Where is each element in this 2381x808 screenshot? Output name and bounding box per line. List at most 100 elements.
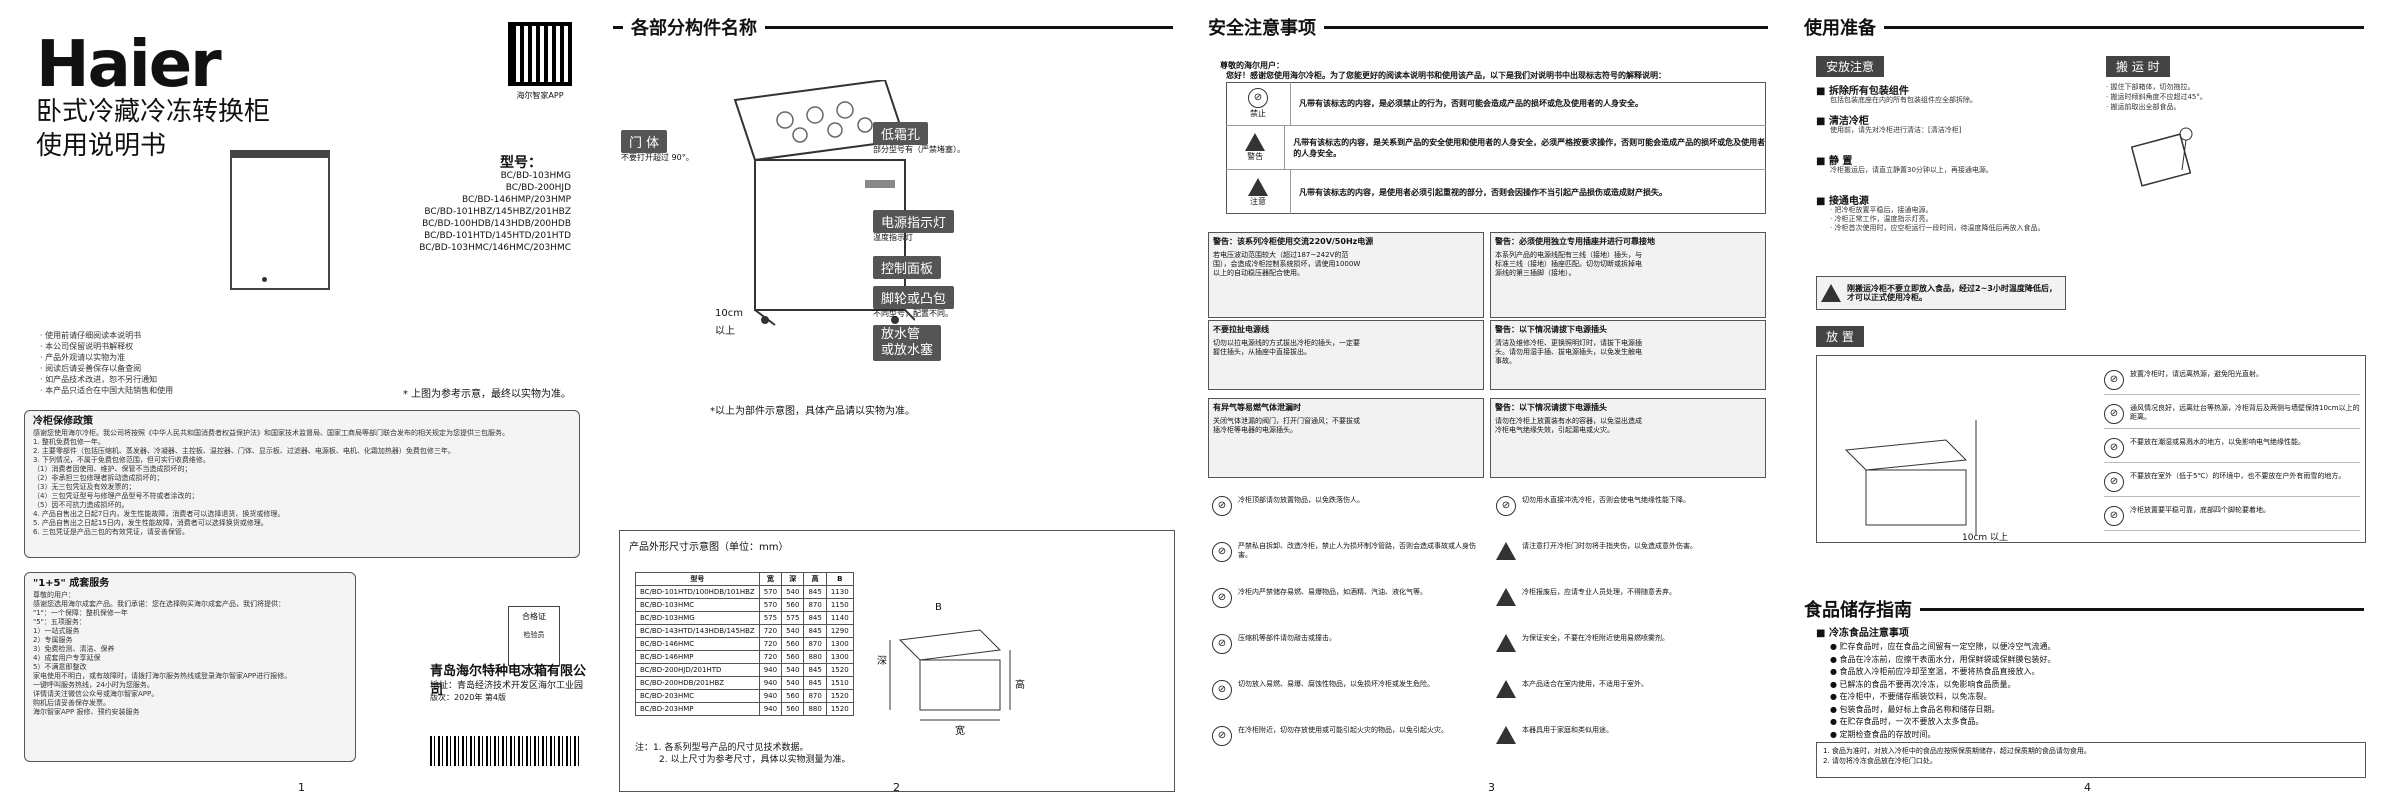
- table-cell: BC/BD-101HTD/100HDB/101HBZ: [635, 585, 760, 599]
- warranty-line: （4）三包凭证型号与修理产品型号不符或者涂改的；: [33, 492, 199, 500]
- place-item: ⊘不要放在室外（低于5℃）的环境中，也不要放在户外有雨雪的地方。: [2104, 472, 2360, 497]
- place-item: ⊘通风情况良好，远离灶台等热源，冷柜背后及两侧与墙壁保持10cm以上的距离。: [2104, 404, 2360, 429]
- page-2: 各部分构件名称 门 体 不要打开超过 90°。 低霜孔 部分型号有（严禁堵塞）。…: [595, 0, 1190, 808]
- parts-diagram: [733, 80, 915, 326]
- moving-illustration: [2130, 127, 2193, 187]
- food-line: ● 在贮存食品时，一次不要放入太多食品。: [1830, 717, 1984, 726]
- table-cell: 560: [781, 689, 805, 703]
- model-item: BC/BD-101HBZ/145HBZ/201HBZ: [424, 207, 571, 217]
- service-line: "5"：五项服务：: [33, 618, 86, 626]
- col-header: 型号: [635, 572, 760, 586]
- table-cell: 1290: [825, 624, 854, 638]
- place-item: ⊘冷柜放置要平稳可靠，底部四个脚轮要着地。: [2104, 506, 2360, 531]
- col-header: 宽: [758, 572, 783, 586]
- callout-drain-hole: 低霜孔: [873, 122, 929, 145]
- table-note: 2. 以上尺寸为参考尺寸，具体以实物测量为准。: [659, 755, 851, 765]
- table-cell: 870: [803, 689, 827, 703]
- table-cell: 940: [758, 676, 783, 690]
- warn-box-ground: 警告：必须使用独立专用插座并进行可靠接地本系列产品的电源线配有三线（接地）插头，…: [1490, 232, 1766, 318]
- safety-item: ⊘切勿用水直接冲洗冷柜，否则会使电气绝缘性能下降。: [1496, 496, 1764, 516]
- callout-wheels-sub: 不同型号，配置不同。: [873, 309, 953, 318]
- table-cell: 560: [781, 702, 805, 716]
- warranty-title: 冷柜保修政策: [33, 416, 93, 427]
- safety-item: ⊘冷柜内严禁储存易燃、易爆物品，如酒精、汽油、液化气等。: [1212, 588, 1480, 608]
- caution-icon: 注意: [1226, 177, 1290, 207]
- service-line: 尊敬的用户：: [33, 591, 75, 599]
- table-cell: BC/BD-203HMP: [635, 702, 760, 716]
- place-item-text: 不要放在潮湿或易溅水的地方，以免影响电气绝缘性能。: [2130, 438, 2305, 446]
- safety-item-text: 冷柜报废后，应请专业人员处理，不得随意丢弃。: [1522, 588, 1676, 596]
- prohibit-icon: ⊘: [2104, 370, 2124, 390]
- warranty-line: 感谢您使用海尔冷柜。我公司将按照《中华人民共和国消费者权益保护法》和国家技术监督…: [33, 429, 509, 437]
- safety-item-text: 为保证安全，不要在冷柜附近使用易燃喷雾剂。: [1522, 634, 1669, 642]
- service-line: 一键呼叫服务热线，24小时为您服务。: [33, 681, 154, 689]
- warranty-line: （2）非承担三包修理者拆动造成损坏的；: [33, 474, 164, 482]
- safety-item: 冷柜报废后，应请专业人员处理，不得随意丢弃。: [1496, 588, 1764, 606]
- table-caption: 产品外形尺寸示意图（单位：mm）: [629, 542, 789, 553]
- warranty-box: 冷柜保修政策 感谢您使用海尔冷柜。我公司将按照《中华人民共和国消费者权益保护法》…: [24, 410, 580, 558]
- safety-item: 本器具用于家庭和类似用途。: [1496, 726, 1764, 744]
- page-3: 安全注意事项 尊敬的海尔用户： 您好！感谢您使用海尔冷柜。为了您能更好的阅读本说…: [1190, 0, 1786, 808]
- warn-box-cord: 不要拉扯电源线切勿以拉电源线的方式拔出冷柜的插头，一定要握住插头，从插座中直接拔…: [1208, 320, 1484, 390]
- qr-caption: 海尔智家APP: [516, 91, 564, 100]
- gap-label-2: 以上: [715, 326, 735, 337]
- food-line: ● 包装食品时，最好标上食品名称和储存日期。: [1830, 704, 2000, 714]
- service-line: 购机后请妥善保存发票。: [33, 699, 110, 707]
- table-cell: 845: [803, 663, 827, 677]
- dimension-frame: [619, 530, 1175, 792]
- prohibit-icon: ⊘: [2104, 472, 2124, 492]
- usage-notes: · 使用前请仔细阅读本说明书 · 本公司保留说明书解释权 · 产品外观请以实物为…: [40, 330, 173, 396]
- table-cell: 540: [781, 663, 805, 677]
- prohibit-icon: ⊘: [1212, 542, 1232, 562]
- manual-title: 卧式冷藏冷冻转换柜 使用说明书: [36, 95, 270, 163]
- move-text: · 握住下部箱体，切勿拖拉。· 搬运时倾斜角度不应超过45°。· 搬运前取出全部…: [2106, 83, 2207, 111]
- place-illustration: [1844, 420, 1977, 535]
- safety-item-text: 本器具用于家庭和类似用途。: [1522, 726, 1613, 734]
- table-cell: 575: [758, 611, 783, 625]
- safety-item: 请注意打开冷柜门时勿将手指夹伤，以免造成意外伤害。: [1496, 542, 1764, 560]
- prep-heading: 使用准备: [1804, 18, 1876, 39]
- page-1: Haier 海尔智家APP 卧式冷藏冷冻转换柜 使用说明书 型号： BC/BD-…: [0, 0, 595, 808]
- note-item: · 本公司保留说明书解释权: [40, 342, 134, 351]
- section-heading: 安全注意事项: [1208, 14, 1768, 40]
- dim-height: 高: [1015, 680, 1025, 691]
- safety-item-text: 切勿放入易燃、易爆、腐蚀性物品，以免损坏冷柜或发生危险。: [1238, 680, 1434, 688]
- tab-move: 搬 运 时: [2106, 56, 2170, 77]
- install-sub-1: ■ 拆除所有包装组件: [1816, 86, 1909, 97]
- food-heading-row: 食品储存指南: [1804, 596, 2364, 622]
- install-sub-3: ■ 静 置: [1816, 156, 1853, 167]
- table-cell: 720: [758, 624, 783, 638]
- table-cell: 940: [758, 663, 783, 677]
- warranty-line: （1）消费者因使用、维护、保管不当造成损坏的；: [33, 465, 192, 473]
- food-notes: 1. 食品为准时，对放入冷柜中的食品应按照保质期储存，超过保质期的食品请勿食用。…: [1816, 742, 2366, 778]
- warranty-line: 5. 产品自售出之日起15日内，发生性能故障，消费者可以选择换货或修理。: [33, 519, 268, 527]
- col-header: 高: [803, 572, 827, 586]
- install-text-4: · 把冷柜放置平稳后，接通电源。 · 冷柜正常工作，温度指示灯亮。 · 冷柜首次…: [1830, 206, 2045, 232]
- table-cell: BC/BD-146HMP: [635, 650, 760, 664]
- table-cell: BC/BD-103HMG: [635, 611, 760, 625]
- service-title: "1+5" 成套服务: [33, 578, 110, 589]
- table-cell: 940: [758, 702, 783, 716]
- food-line: ● 在冷柜中，不要储存瓶装饮料，以免冻裂。: [1830, 692, 1992, 701]
- install-text-3: 冷柜搬运后，请直立静置30分钟以上，再接通电源。: [1830, 166, 1993, 174]
- haier-logo: Haier: [36, 28, 222, 102]
- table-cell: 575: [781, 611, 805, 625]
- table-cell: 1150: [825, 598, 854, 612]
- model-item: BC/BD-100HDB/143HDB/200HDB: [422, 219, 571, 229]
- model-item: BC/BD-101HTD/145HTD/201HTD: [424, 231, 571, 241]
- safety-item-text: 严禁私自拆卸、改造冷柜，禁止人为损坏制冷管路，否则会造成事故或人身伤害。: [1238, 542, 1476, 559]
- page-number: 2: [893, 781, 900, 794]
- table-cell: BC/BD-203HMC: [635, 689, 760, 703]
- safety-item-text: 压缩机等部件请勿敲击或撞击。: [1238, 634, 1336, 642]
- safety-item-text: 本产品适合在室内使用，不适用于室外。: [1522, 680, 1648, 688]
- tab-install: 安放注意: [1816, 56, 1885, 77]
- note-item: · 产品外观请以实物为准: [40, 353, 126, 362]
- safety-item-text: 在冷柜附近，切勿存放使用或可能引起火灾的物品，以免引起火灾。: [1238, 726, 1448, 734]
- drain-label: 放水管: [881, 327, 921, 342]
